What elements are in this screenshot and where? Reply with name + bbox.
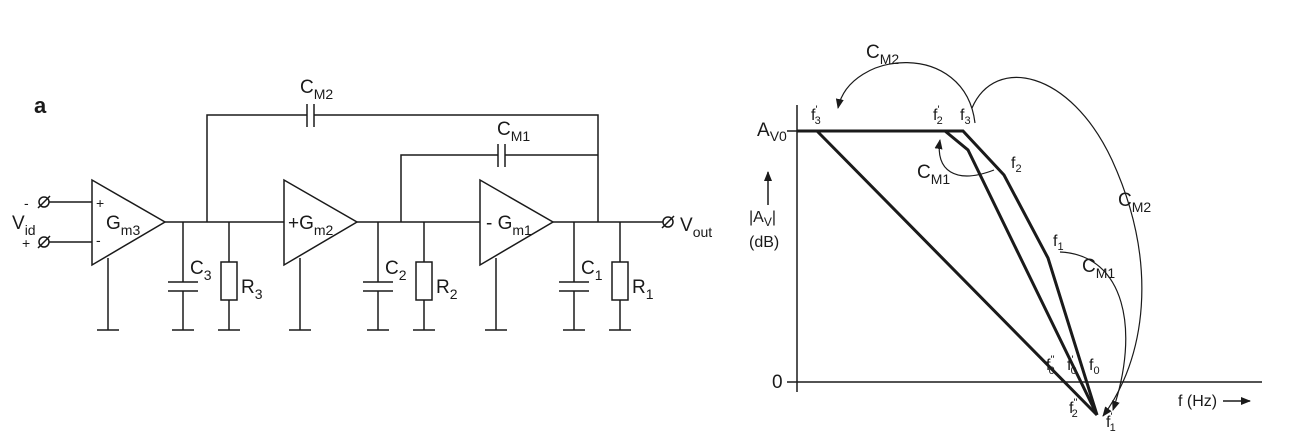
input-voltage-label: Vid xyxy=(12,213,36,238)
pole-shift-arrows: CM2 CM1 CM2 CM1 xyxy=(835,42,1151,417)
label-f2-double-prime: f''2 xyxy=(1069,397,1078,420)
cm1-left-arrow xyxy=(934,139,995,177)
r2-label: R2 xyxy=(436,277,458,302)
node1-passives: C1 R1 xyxy=(559,222,654,331)
cm2-top-arrow xyxy=(835,62,976,124)
y-axis-unit: (dB) xyxy=(749,234,779,251)
miller-cap-cm2: CM2 xyxy=(206,77,599,222)
gm1-label: - Gm1 xyxy=(486,213,532,238)
miller-cap-cm1: CM1 xyxy=(400,119,598,222)
gm3-label: Gm3 xyxy=(106,213,140,238)
signal-wires: Vout xyxy=(97,215,712,331)
cm2-top-label: CM2 xyxy=(866,42,899,67)
input-minus-sign: - xyxy=(24,195,29,211)
input-plus-sign: + xyxy=(22,235,30,251)
amplifier-gm2: +Gm2 xyxy=(283,178,359,267)
c1-label: C1 xyxy=(581,258,603,283)
label-f1: f1 xyxy=(1053,233,1064,253)
c2-label: C2 xyxy=(385,258,407,283)
x-axis-label: f (Hz) xyxy=(1178,393,1217,410)
cm1-left-label: CM1 xyxy=(917,162,950,187)
cm1-right-arrow xyxy=(1059,251,1127,411)
label-f3-prime: f'3 xyxy=(811,104,821,127)
node2-passives: C2 R2 xyxy=(363,222,458,331)
r1-label: R1 xyxy=(632,277,654,302)
cm2-right-arrow xyxy=(971,76,1143,417)
cm2-compensated-response xyxy=(815,129,1099,417)
y-top-label: AV0 xyxy=(757,120,787,144)
label-f0-double-prime: f''0 xyxy=(1046,354,1055,377)
cm2-right-label: CM2 xyxy=(1118,190,1151,215)
cm1-right-label: CM1 xyxy=(1082,256,1115,281)
label-f0-prime: f'0 xyxy=(1067,354,1077,377)
c3-label: C3 xyxy=(190,258,212,283)
node3-passives: C3 R3 xyxy=(168,222,263,331)
bode-panel: AV0 0 |AV| (dB) f (Hz) f'3 f'2 f3 f2 f1 … xyxy=(749,42,1262,434)
label-f3: f3 xyxy=(960,107,971,127)
cm1-label: CM1 xyxy=(497,119,530,144)
label-f2-prime: f'2 xyxy=(933,104,943,127)
r3-label: R3 xyxy=(241,277,263,302)
y-axis-label: |AV| xyxy=(749,209,776,229)
amplifier-gm1: - Gm1 xyxy=(479,178,555,267)
gm2-label: +Gm2 xyxy=(288,213,334,238)
cm2-label: CM2 xyxy=(300,77,333,102)
amplifier-gm3: + - Gm3 xyxy=(91,178,167,267)
label-f2: f2 xyxy=(1011,155,1022,175)
label-f0: f0 xyxy=(1089,357,1100,377)
cm1-compensated-response xyxy=(944,129,1099,416)
frequency-labels: f'3 f'2 f3 f2 f1 f''0 f'0 f0 f''2 f'1 xyxy=(811,104,1116,434)
input-terminals: - + Vid xyxy=(12,195,92,251)
uncompensated-response xyxy=(797,129,1099,416)
circuit-panel: a - + Vid + - Gm3 +Gm2 - Gm1 xyxy=(12,77,712,331)
label-f1-prime: f'1 xyxy=(1106,411,1116,434)
gm3-minus-input: - xyxy=(96,232,101,248)
panel-label: a xyxy=(34,93,47,118)
y-zero-label: 0 xyxy=(772,372,783,393)
gm3-plus-input: + xyxy=(96,195,104,211)
output-voltage-label: Vout xyxy=(680,215,712,240)
